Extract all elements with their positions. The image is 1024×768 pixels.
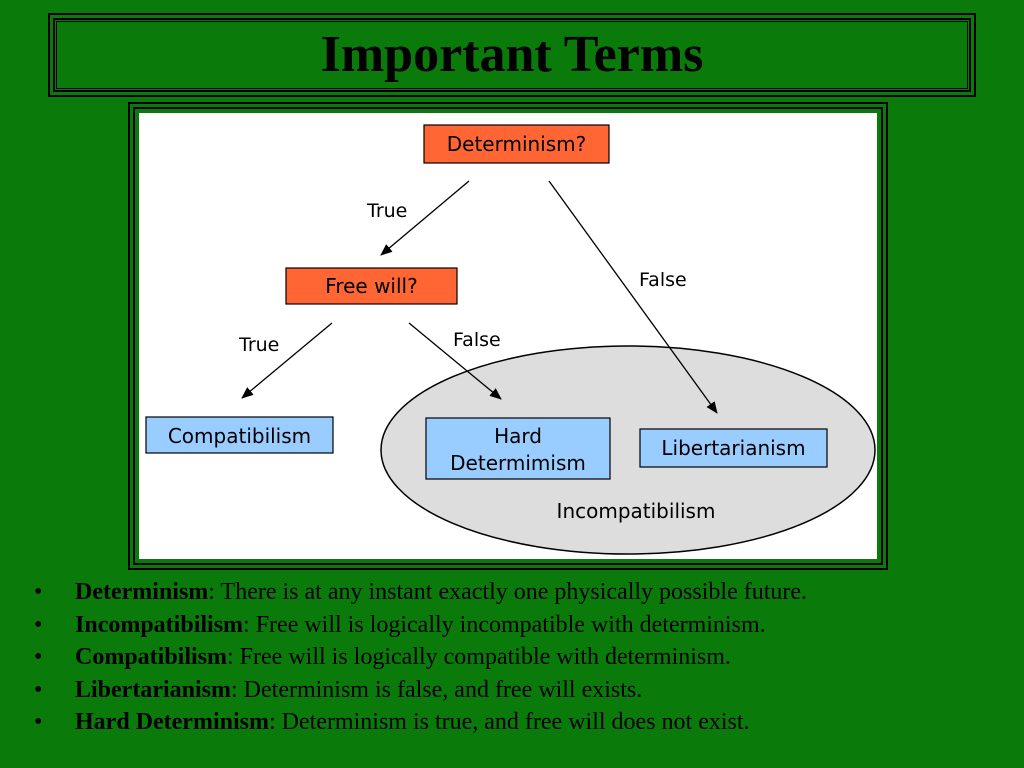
free-will-node xyxy=(285,267,458,305)
definition-text: : There is at any instant exactly one ph… xyxy=(208,579,808,605)
bullet-icon: • xyxy=(34,579,43,605)
definition-text: : Free will is logically incompatible wi… xyxy=(243,611,766,638)
definition-item: • Incompatibilism: Free will is logically… xyxy=(30,609,1010,642)
bullet-icon: • xyxy=(34,709,43,735)
compatibilism-node xyxy=(145,416,334,454)
title-box-inner-border xyxy=(56,21,968,89)
determinism-node xyxy=(423,124,610,164)
definition-term: Determinism xyxy=(75,579,209,605)
bullet-icon: • xyxy=(34,611,43,638)
edge-label-determinism-false: False xyxy=(639,269,687,291)
libertarianism-node-label: Libertarianism xyxy=(661,436,805,460)
definition-text: : Determinism is false, and free will ex… xyxy=(231,676,643,703)
determinism-node-label: Determinism? xyxy=(447,132,587,156)
slide-title: Important Terms xyxy=(320,26,704,83)
definition-term: Hard Determinism xyxy=(75,709,269,735)
definition-text: : Free will is logically compatible with… xyxy=(227,644,731,670)
edge-label-freewill-false: False xyxy=(453,329,501,351)
definition-text: : Determinism is true, and free will doe… xyxy=(268,709,750,735)
definition-term: Compatibilism xyxy=(75,644,228,670)
edge-label-freewill-true: True xyxy=(238,334,279,356)
definition-term: Incompatibilism xyxy=(75,611,244,638)
diagram-canvas: Determinism? Free will? True False True … xyxy=(139,113,877,559)
free-will-node-label: Free will? xyxy=(325,274,417,298)
arrow-freewill-false xyxy=(408,322,502,400)
definition-item: • Determinism: There is at any instant ex… xyxy=(30,576,1010,609)
libertarianism-node xyxy=(639,428,828,468)
incompatibilism-ellipse xyxy=(380,345,876,555)
diagram-frame: Determinism? Free will? True False True … xyxy=(128,102,888,570)
arrow-freewill-true xyxy=(241,322,333,399)
compatibilism-node-label: Compatibilism xyxy=(168,424,311,448)
edge-label-determinism-true: True xyxy=(366,200,407,222)
definition-item: • Hard Determinism: Determinism is true, … xyxy=(30,706,1010,739)
title-box: Important Terms xyxy=(48,13,976,97)
hard-determinism-node-label-line2: Determimism xyxy=(450,451,586,475)
bullet-icon: • xyxy=(34,644,43,670)
bullet-icon: • xyxy=(34,676,43,703)
arrow-determinism-true xyxy=(380,180,470,256)
diagram-frame-inner-border: Determinism? Free will? True False True … xyxy=(133,107,883,565)
definition-item: • Compatibilism: Free will is logically c… xyxy=(30,641,1010,674)
hard-determinism-node-label-line1: Hard xyxy=(494,424,542,448)
definition-term: Libertarianism xyxy=(75,676,231,703)
incompatibilism-label: Incompatibilism xyxy=(557,499,716,523)
definition-item: • Libertarianism: Determinism is false, a… xyxy=(30,674,1010,707)
decision-tree-diagram: Determinism? Free will? True False True … xyxy=(145,124,876,555)
hard-determinism-node xyxy=(425,417,611,480)
arrow-determinism-false xyxy=(548,180,718,414)
definitions-list: • Determinism: There is at any instant ex… xyxy=(30,576,1010,739)
